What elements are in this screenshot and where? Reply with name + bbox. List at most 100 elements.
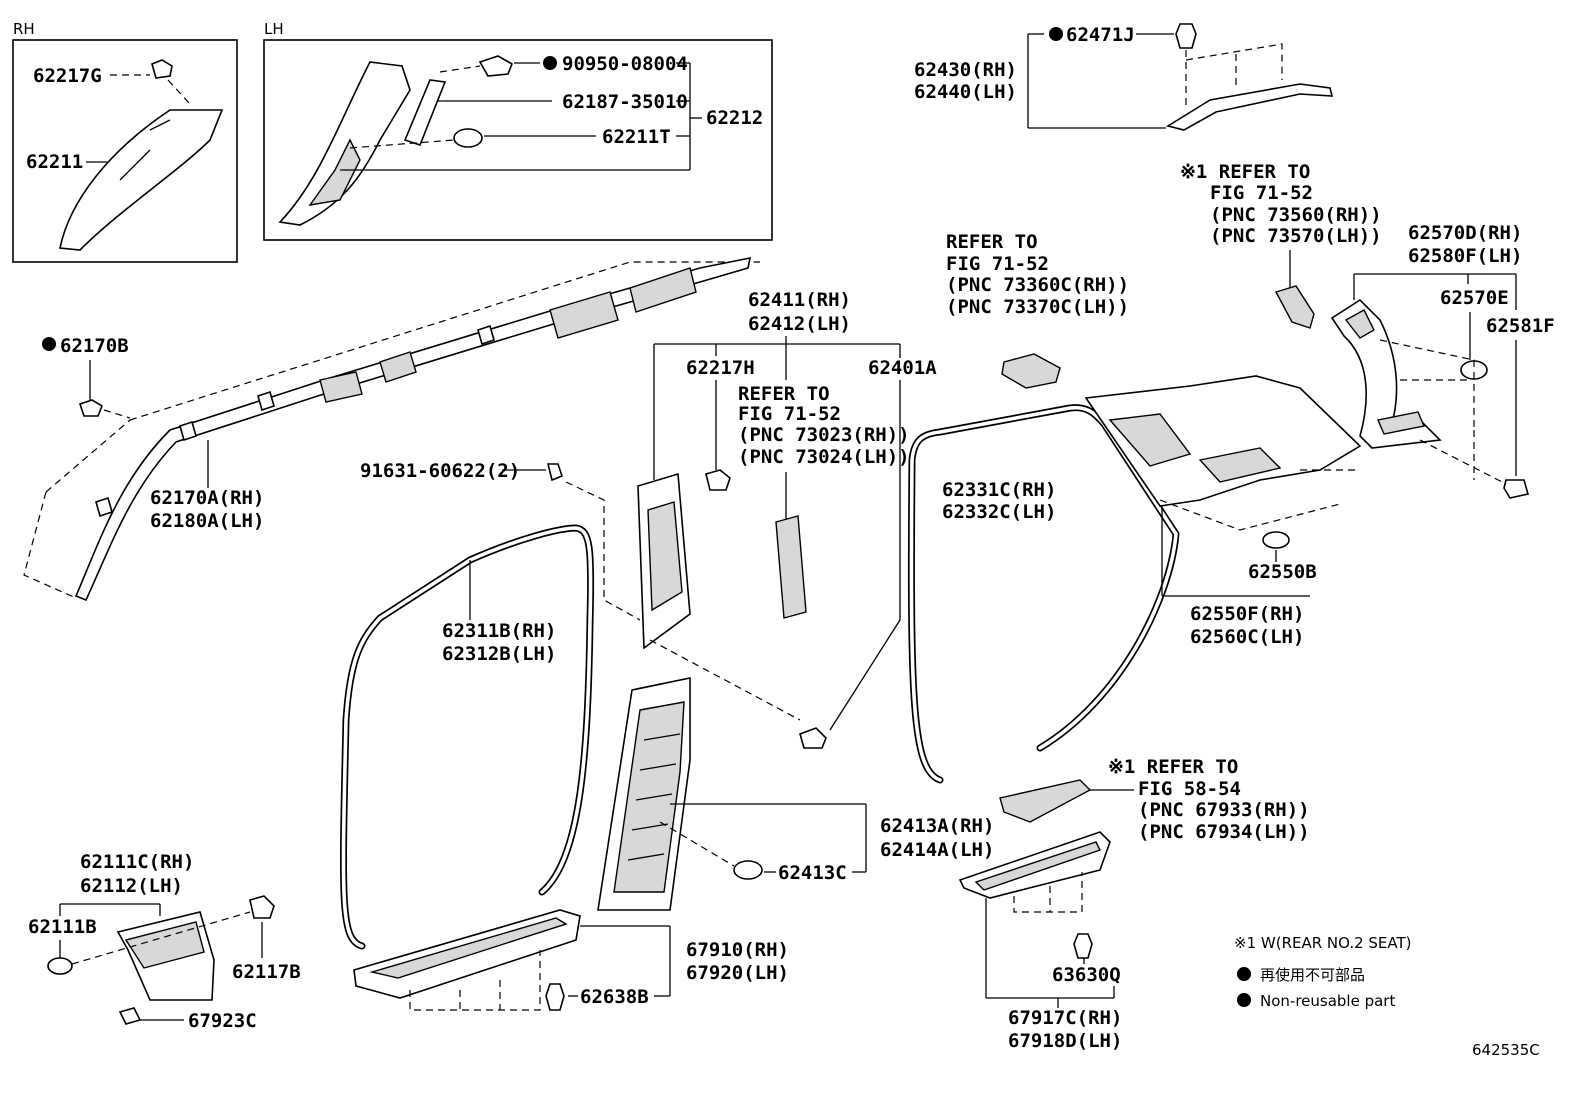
label-62570D[interactable]: 62570D(RH) [1408,222,1522,244]
clip-62413C [733,860,763,880]
label-67918D[interactable]: 67918D(LH) [1008,1030,1122,1052]
rear-scuff-plate: ※1 REFER TO FIG 58-54 (PNC 67933(RH)) (P… [958,756,1310,1052]
label-62111B[interactable]: 62111B [28,916,97,938]
label-62414A[interactable]: 62414A(LH) [880,839,994,861]
label-67920[interactable]: 67920(LH) [686,962,789,984]
roof-side-rail: 62170B 62170A(RH) 62180A(LH) [23,256,760,602]
front-door-weatherstrip: 62311B(RH) 62312B(LH) [340,524,595,950]
label-62211T[interactable]: 62211T [602,126,671,148]
roof-rear-garnish: 62471J 62430(RH) 62440(LH) [914,23,1334,131]
label-62570E[interactable]: 62570E [1440,287,1509,309]
screw-91631 [546,463,563,482]
label-62211[interactable]: 62211 [26,151,83,173]
legend-en: Non-reusable part [1260,992,1395,1010]
rear-door-weatherstrip: 62331C(RH) 62332C(LH) [907,404,1180,784]
back-door-side-trim: ※1 REFER TO FIG 71-52 (PNC 73560(RH)) (P… [1180,161,1555,499]
label-62170B[interactable]: 62170B [60,335,129,357]
label-ref1-b: FIG 71-52 [738,403,841,425]
label-62413A[interactable]: 62413A(RH) [880,815,994,837]
label-62560C[interactable]: 62560C(LH) [1190,626,1304,648]
label-62187-35010[interactable]: 62187-35010 [562,91,688,113]
inset-lh-title: LH [264,20,284,38]
label-ref1-d: (PNC 73024(LH)) [738,446,910,468]
label-62471J[interactable]: 62471J [1066,24,1135,46]
label-ref3-c: (PNC 73560(RH)) [1210,204,1382,226]
ref-67933 [999,779,1092,823]
label-90950-08004[interactable]: 90950-08004 [562,53,688,75]
label-62550B[interactable]: 62550B [1248,561,1317,583]
clip-62550B [1262,531,1290,549]
anchor-62401A [799,727,827,749]
clip-62638B [545,983,565,1011]
label-ref3-a: ※1 REFER TO [1180,161,1310,183]
label-ref2-c: (PNC 73360C(RH)) [946,274,1129,296]
label-62332C[interactable]: 62332C(LH) [942,501,1056,523]
label-ref1-c: (PNC 73023(RH)) [738,424,910,446]
label-ref4-d: (PNC 67934(LH)) [1138,821,1310,843]
label-62112[interactable]: 62112(LH) [80,875,183,897]
seatbelt-adjuster [775,515,807,619]
center-pillar-upper: 62411(RH) 62412(LH) 62217H 62401A REFER … [360,289,937,749]
label-62111C[interactable]: 62111C(RH) [80,851,194,873]
inset-rh-title: RH [13,20,35,38]
label-62312B[interactable]: 62312B(LH) [442,643,556,665]
clip-62217H [705,469,731,491]
label-62550F[interactable]: 62550F(RH) [1190,603,1304,625]
clip-62117B [249,895,275,919]
pillar-garnish-lh [278,61,411,226]
label-ref2-b: FIG 71-52 [946,253,1049,275]
clip-67923C [118,1007,142,1025]
label-ref3-d: (PNC 73570(LH)) [1210,225,1382,247]
clip-62111B [47,957,73,975]
label-ref4-c: (PNC 67933(RH)) [1138,799,1310,821]
clip-62211T [453,128,483,148]
inset-lh-frame [263,39,773,241]
label-ref4-a: ※1 REFER TO [1108,756,1238,778]
label-62217G[interactable]: 62217G [33,65,102,87]
assist-grip-ref [1001,353,1061,389]
inset-rh: RH 62217G 62211 [12,20,238,263]
label-62440[interactable]: 62440(LH) [914,81,1017,103]
legend: ※1 W(REAR NO.2 SEAT) 再使用不可部品 Non-reusabl… [1234,934,1540,1059]
roof-side-rail-garnish [74,256,752,602]
label-62430[interactable]: 62430(RH) [914,59,1017,81]
label-62401A[interactable]: 62401A [868,357,937,379]
label-62412[interactable]: 62412(LH) [748,313,851,335]
clip-63630Q [1073,933,1093,959]
ref-73360C: REFER TO FIG 71-52 (PNC 73360C(RH)) (PNC… [946,231,1129,389]
label-62413C[interactable]: 62413C [778,862,847,884]
quarter-trim: 62550B 62550F(RH) 62560C(LH) [1084,375,1362,648]
label-62638B[interactable]: 62638B [580,986,649,1008]
label-62311B[interactable]: 62311B(RH) [442,620,556,642]
label-62217H[interactable]: 62217H [686,357,755,379]
pillar-garnish-62211 [59,109,224,251]
label-63630Q[interactable]: 63630Q [1052,964,1121,986]
label-ref2-a: REFER TO [946,231,1038,253]
label-62180A[interactable]: 62180A(LH) [150,510,264,532]
garnish-62430 [1165,83,1334,131]
strap-62187 [403,79,447,146]
label-62212[interactable]: 62212 [706,107,763,129]
label-ref4-b: FIG 58-54 [1138,778,1241,800]
label-62581F[interactable]: 62581F [1486,315,1555,337]
label-ref1-a: REFER TO [738,383,830,405]
quarter-panel-62550F [1084,375,1362,507]
clip-62170B [78,399,103,417]
label-67917C[interactable]: 67917C(RH) [1008,1007,1122,1029]
label-67910[interactable]: 67910(RH) [686,939,789,961]
label-62331C[interactable]: 62331C(RH) [942,479,1056,501]
label-62117B[interactable]: 62117B [232,961,301,983]
label-ref3-b: FIG 71-52 [1210,182,1313,204]
front-scuff-plate: 67910(RH) 67920(LH) 62638B [353,909,789,1011]
clip-62581F [1503,479,1530,499]
label-67923C[interactable]: 67923C [188,1010,257,1032]
non-reusable-dot-icon-2 [1237,993,1251,1007]
label-91631[interactable]: 91631-60622(2) [360,460,520,482]
label-62170A[interactable]: 62170A(RH) [150,487,264,509]
label-62580F[interactable]: 62580F(LH) [1408,245,1522,267]
clip-62217G [151,59,173,79]
legend-note: ※1 W(REAR NO.2 SEAT) [1234,934,1412,952]
inset-lh: LH 90950-08004 62187-35010 62211T 62212 [263,20,773,241]
label-62411[interactable]: 62411(RH) [748,289,851,311]
